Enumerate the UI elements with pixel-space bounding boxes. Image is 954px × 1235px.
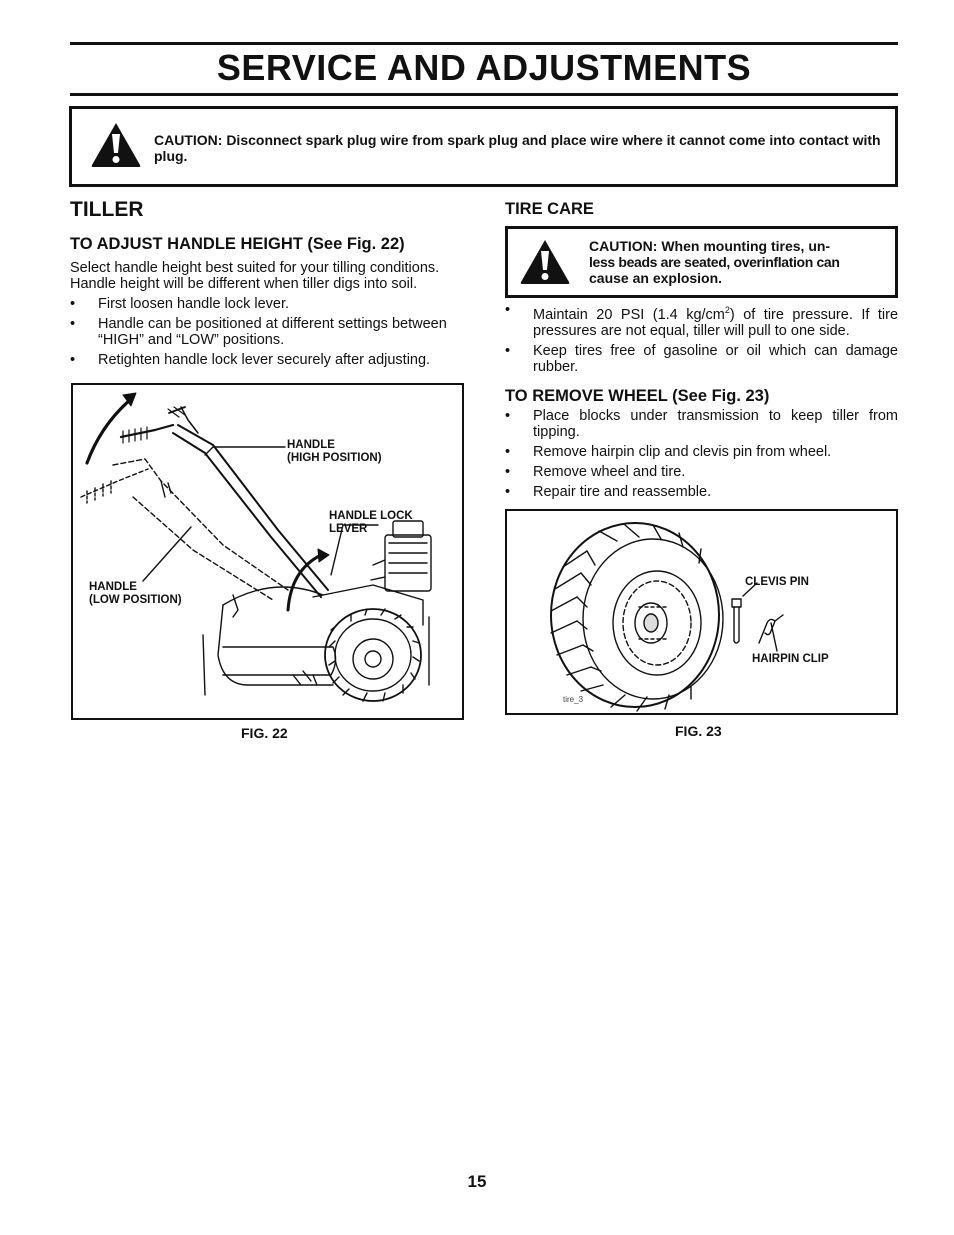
list-item: Place blocks under transmission to keep … <box>505 408 898 440</box>
list-item: Remove hairpin clip and clevis pin from … <box>505 444 898 460</box>
warning-triangle-icon <box>91 123 141 167</box>
adjust-handle-bullets: First loosen handle lock lever. Handle c… <box>70 296 466 372</box>
list-item: First loosen handle lock lever. <box>70 296 466 312</box>
top-caution-box <box>69 106 898 187</box>
remove-wheel-bullets: Place blocks under transmission to keep … <box>505 408 898 504</box>
list-item: Maintain 20 PSI (1.4 kg/cm2) of tire pre… <box>505 302 898 339</box>
page-title: SERVICE AND ADJUSTMENTS <box>216 47 752 88</box>
fig22-label-handle-low: HANDLE (LOW POSITION) <box>89 581 182 606</box>
remove-wheel-subheading: TO REMOVE WHEEL (See Fig. 23) <box>505 387 770 405</box>
tire-caution-box <box>505 226 898 298</box>
fig23-file-tag: tire_3 <box>563 695 584 704</box>
list-item: Handle can be positioned at different se… <box>70 316 466 348</box>
list-item: Repair tire and reassemble. <box>505 484 898 500</box>
list-item: Keep tires free of gasoline or oil which… <box>505 343 898 375</box>
adjust-handle-intro: Select handle height best suited for you… <box>70 260 440 292</box>
fig22-label-handle-high: HANDLE (HIGH POSITION) <box>287 439 382 464</box>
page-number: 15 <box>467 1172 487 1191</box>
fig23-label-hairpin-clip: HAIRPIN CLIP <box>752 653 829 665</box>
list-item: Retighten handle lock lever securely aft… <box>70 352 466 368</box>
fig23-label-clevis-pin: CLEVIS PIN <box>745 576 809 588</box>
figure-22-frame <box>71 383 464 720</box>
fig22-label-lock-lever: HANDLE LOCK LEVER <box>329 510 413 535</box>
figure-23-caption: FIG. 23 <box>675 723 722 739</box>
figure-22-caption: FIG. 22 <box>241 725 288 741</box>
top-caution-text: CAUTION: Disconnect spark plug wire from… <box>154 132 881 164</box>
list-item: Remove wheel and tire. <box>505 464 898 480</box>
adjust-handle-subheading: TO ADJUST HANDLE HEIGHT (See Fig. 22) <box>70 235 405 253</box>
tire-care-bullets: Maintain 20 PSI (1.4 kg/cm2) of tire pre… <box>505 302 898 379</box>
header-rule-bottom <box>70 93 898 96</box>
tiller-illustration <box>80 392 432 702</box>
tire-care-heading: TIRE CARE <box>505 200 594 218</box>
warning-triangle-icon <box>520 240 570 284</box>
tiller-heading: TILLER <box>70 198 144 221</box>
header-rule-top <box>70 42 898 45</box>
figure-23-frame <box>505 509 898 715</box>
tire-caution-text: CAUTION: When mounting tires, un- less b… <box>589 238 840 286</box>
wheel-illustration <box>550 522 784 712</box>
